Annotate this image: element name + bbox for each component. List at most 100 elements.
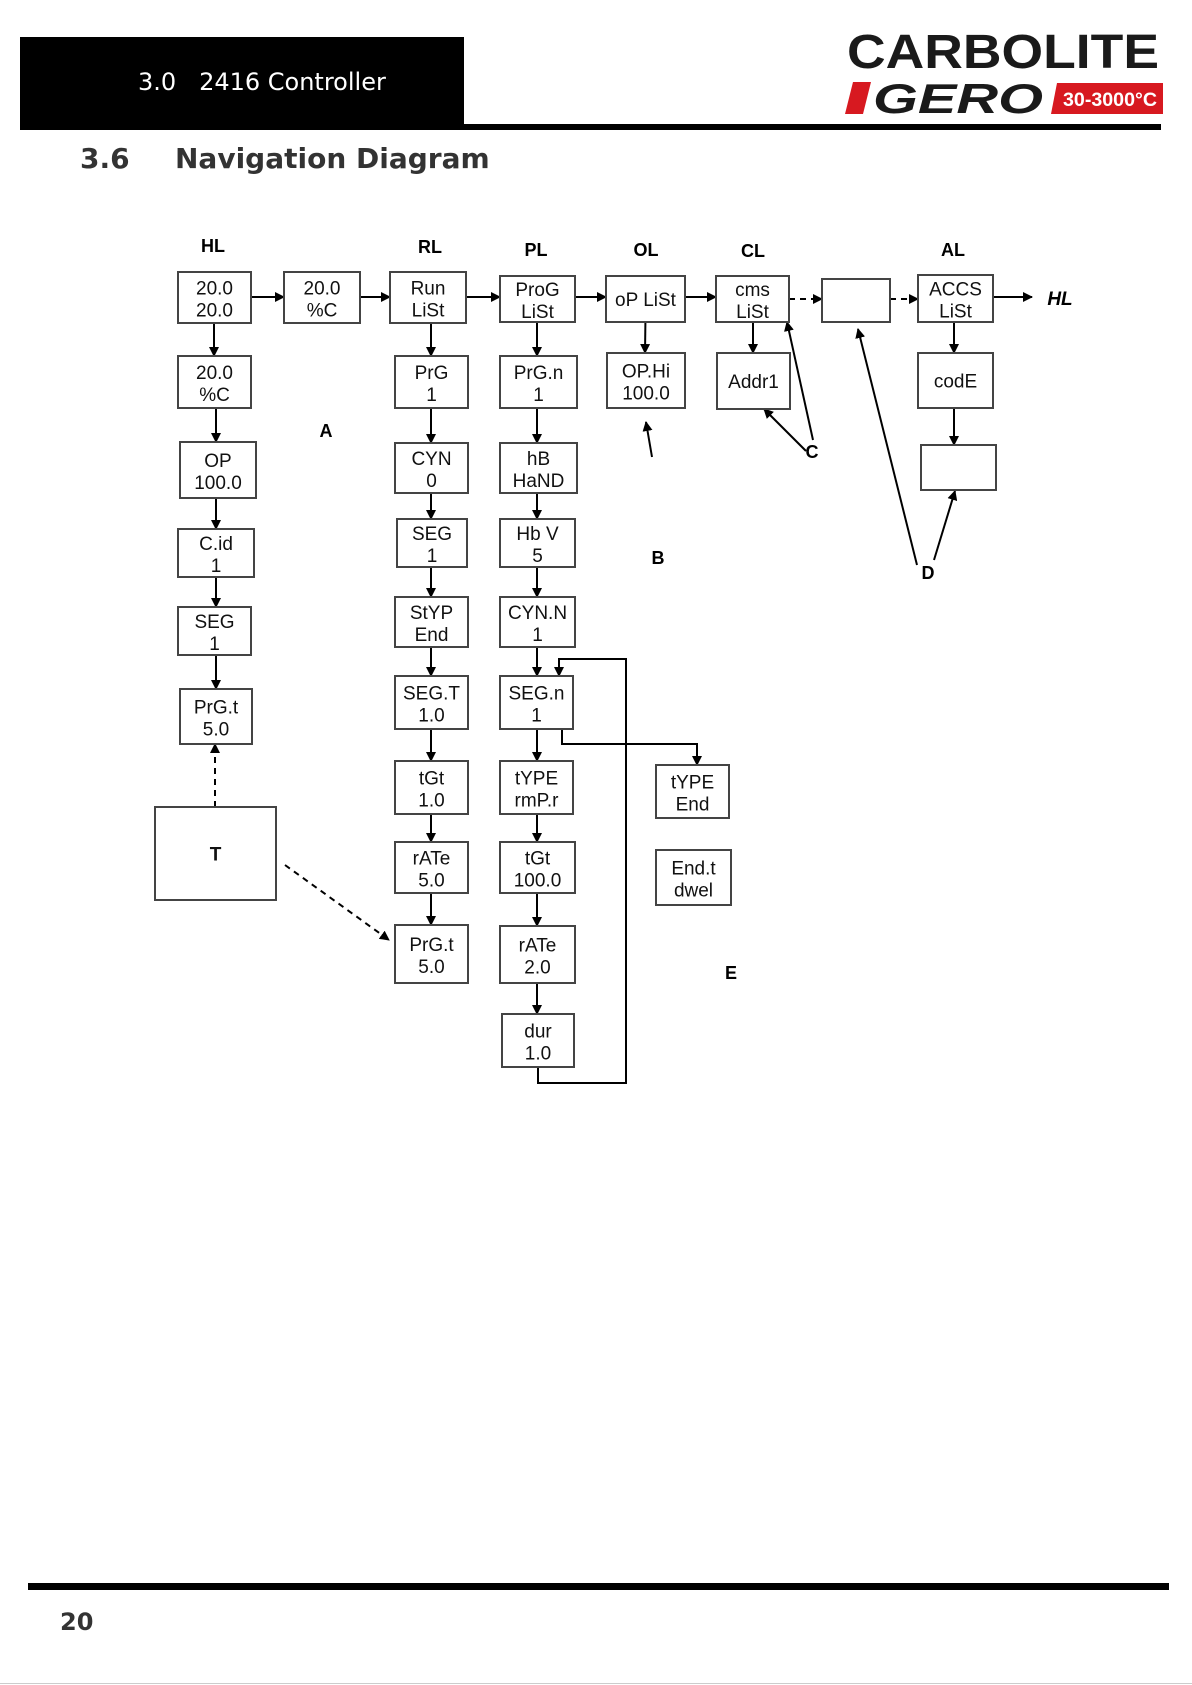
connector-line [933,490,958,561]
box-label-bottom: 1.0 [525,1044,551,1065]
page-number: 20 [60,1608,94,1636]
box-label-top: PrG [415,363,449,384]
diagram-box-pl-5: CYN.N1 [499,596,576,648]
header-section-title: 2416 Controller [199,68,386,96]
diagram-box-cl-2: Addr1 [716,352,791,410]
logo-red-slash [845,82,871,114]
diagram-box-hl-2: 20.0%C [177,355,252,409]
box-label-top: 20.0 [196,279,233,300]
level-label-pl: PL [524,240,547,260]
box-label-top: CYN.N [508,603,567,624]
box-label-top: Hb V [516,524,559,545]
diagram-box-blank-1 [821,278,891,323]
header-bar [20,37,464,129]
diagram-box-hl-6: PrG.t5.0 [179,688,253,745]
diagram-box-t-box: T [154,806,277,901]
box-label-bottom: 5 [532,546,543,567]
section-number: 3.6 [80,142,130,175]
box-outline [283,271,361,324]
logo-brand-bottom: GERO [873,75,1043,122]
box-outline [179,441,257,499]
callout-d: D [922,563,935,583]
box-label-top: OP [204,451,231,472]
callout-b: B [652,548,665,568]
box-label: T [210,845,222,866]
level-label-ol: OL [634,240,659,260]
connector-line [784,321,814,441]
box-label-top: SEG [194,612,234,633]
box-label-bottom: LiSt [939,302,972,323]
box-outline [394,841,469,894]
box-label-bottom: 20.0 [196,301,233,322]
box-outline [499,442,578,494]
level-label-hl-return: HL [1047,289,1072,310]
box-label-top: rATe [519,936,557,957]
diagram-box-pl-6: SEG.n1 [499,675,574,730]
diagram-box-hl-4: C.id1 [177,528,255,578]
box-label-bottom: 1 [532,625,543,646]
box-outline [499,925,576,984]
box-label: codE [934,372,977,393]
box-outline [499,596,576,648]
box-label-top: SEG.n [509,684,565,705]
box-label: oP LiSt [615,290,677,311]
box-label-bottom: 100.0 [514,871,562,892]
section-title: Navigation Diagram [175,142,490,175]
box-label-bottom: 100.0 [194,473,242,494]
connector-line [284,864,390,941]
box-outline [177,271,252,324]
diagram-box-al-2: codE [917,352,994,409]
box-outline [716,352,791,410]
diagram-box-hl-1: 20.020.0 [177,271,252,324]
box-outline [177,606,252,656]
diagram-box-ol-1: oP LiSt [605,275,686,323]
logo-temp-range: 30-3000°C [1063,90,1157,111]
box-outline [394,675,469,730]
box-label-bottom: 5.0 [418,957,444,978]
box-label-top: tGt [525,849,551,870]
connector-line [537,658,627,1084]
box-label-top: tYPE [515,769,558,790]
logo-brand-top: CARBOLITE [847,26,1159,79]
box-label-top: ProG [515,280,559,301]
box-outline [499,675,574,730]
box-label-top: ACCS [929,280,982,301]
box-label-bottom: 1.0 [418,791,444,812]
box-outline [389,271,467,324]
box-label-bottom: rmP.r [515,791,560,812]
box-label-bottom: %C [199,385,230,406]
connector-line [642,421,653,458]
box-outline [154,806,277,901]
box-outline [917,274,994,323]
box-outline [499,275,576,323]
box-label-top: SEG.T [403,684,460,705]
diagram-box-rl-6: SEG.T1.0 [394,675,469,730]
box-label-bottom: 100.0 [622,384,670,405]
level-label-cl: CL [741,241,765,261]
box-outline [394,442,469,494]
box-outline [396,518,468,568]
box-outline [655,764,730,819]
box-label-bottom: 1.0 [418,706,444,727]
box-outline [917,352,994,409]
diagram-box-rl-9: PrG.t5.0 [394,924,469,984]
box-outline [499,760,574,815]
box-label-top: dur [524,1022,552,1043]
box-label-bottom: %C [307,301,338,322]
box-label-top: rATe [413,849,451,870]
box-outline [605,275,686,323]
box-label-top: hB [527,449,550,470]
box-label-bottom: 1 [426,385,437,406]
box-outline [499,355,578,409]
